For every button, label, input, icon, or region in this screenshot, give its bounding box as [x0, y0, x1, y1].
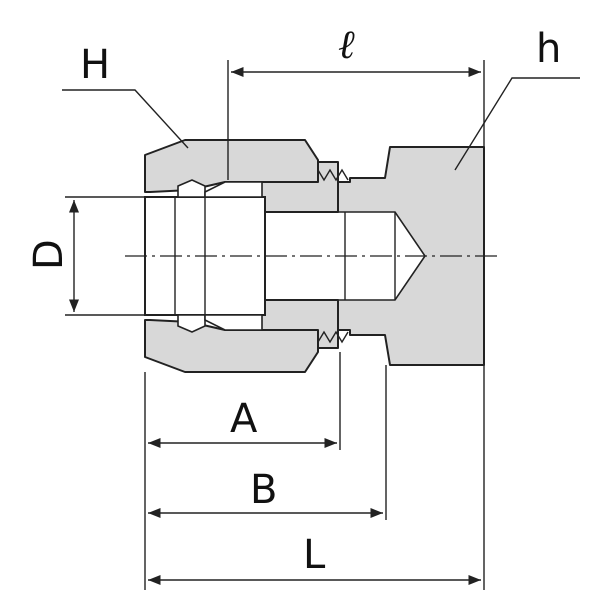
label-L: L: [303, 532, 326, 578]
label-A: A: [230, 396, 258, 442]
nut: [144, 139, 319, 373]
dimension-lines: [62, 60, 580, 590]
ferrules: [177, 179, 263, 333]
label-H: H: [80, 42, 110, 88]
label-B: B: [250, 467, 277, 513]
label-D: D: [26, 239, 72, 270]
label-h: h: [536, 26, 561, 72]
label-l: ℓ: [338, 22, 355, 68]
